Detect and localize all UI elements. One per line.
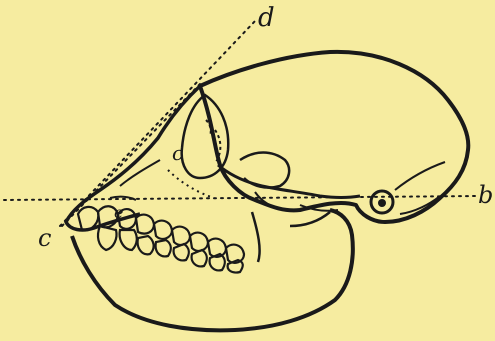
temporal-fossa	[240, 153, 289, 188]
teeth-row	[78, 206, 244, 272]
label-e: e	[114, 203, 123, 222]
horizontal-line-b	[4, 196, 478, 200]
ear-opening-inner	[378, 199, 386, 207]
label-d: d	[258, 3, 275, 33]
cheek-detail	[255, 192, 338, 211]
mandible-ramus	[252, 212, 330, 262]
label-b: b	[478, 181, 493, 209]
mandible-outline	[72, 210, 353, 330]
mastoid-detail	[395, 162, 445, 214]
label-c-line: c	[38, 224, 51, 252]
label-c-orbit: c	[172, 141, 183, 165]
facial-line-cd	[60, 20, 256, 226]
